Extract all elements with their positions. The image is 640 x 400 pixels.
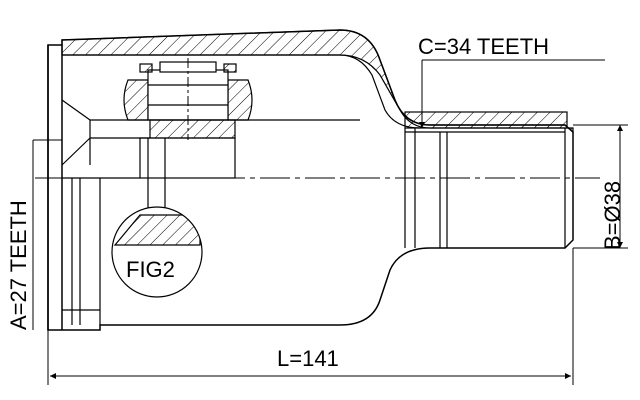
shaft-diameter-label: B=Ø38	[600, 181, 625, 250]
dim-l	[47, 248, 574, 385]
fig2-detail: FIG2	[111, 206, 203, 298]
shaft	[404, 128, 566, 248]
length-label: L=141	[277, 346, 339, 371]
dim-a	[32, 139, 62, 330]
dim-b	[573, 124, 628, 249]
dim-c	[419, 59, 605, 128]
fig2-label: FIG2	[126, 257, 175, 282]
spline-outer-label: C=34 TEETH	[418, 34, 549, 59]
housing-wall-section	[61, 29, 574, 134]
shaft-spline-section	[404, 111, 568, 129]
spline-inner-label: A=27 TEETH	[6, 200, 31, 330]
flange-steps	[62, 178, 101, 325]
